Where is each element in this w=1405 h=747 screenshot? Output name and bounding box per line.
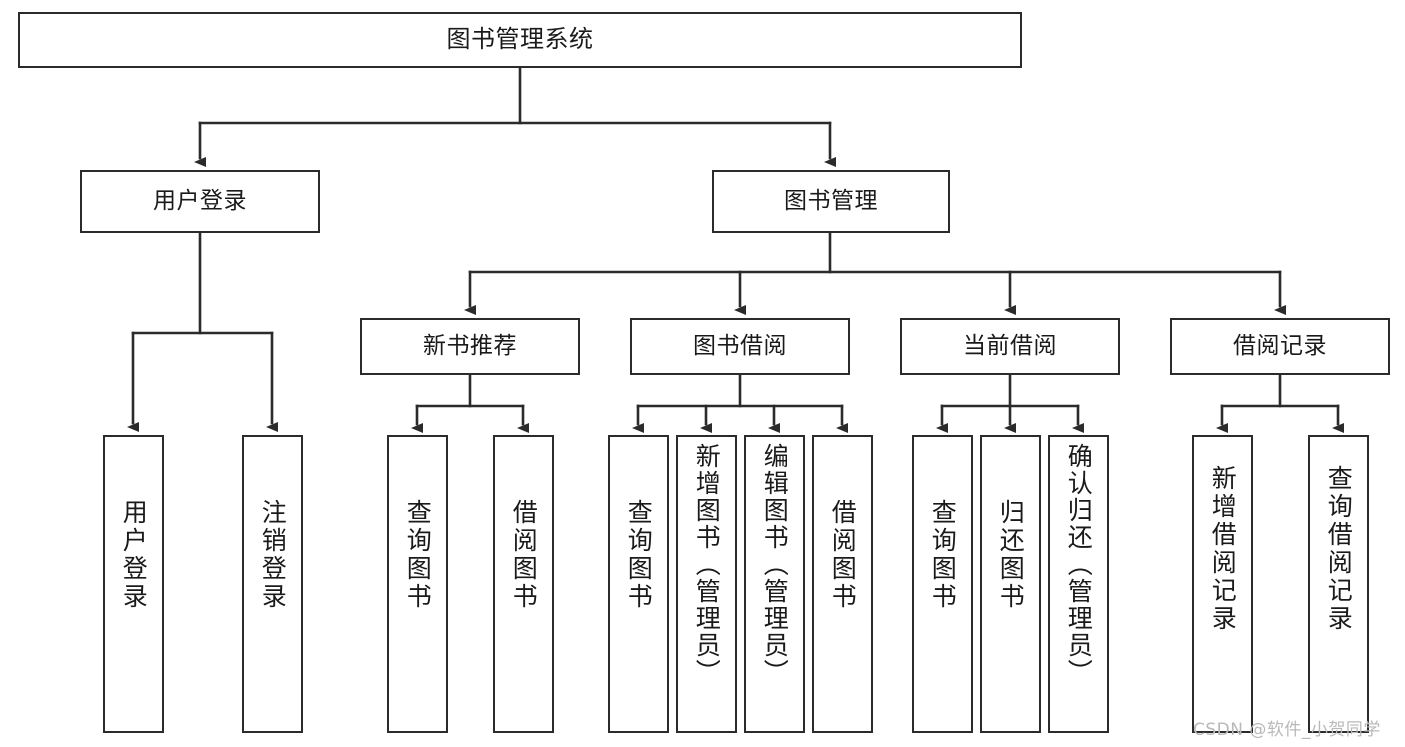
node-root-label: 图书管理系统 <box>446 25 594 54</box>
node-user-login[interactable]: 用户登录 <box>80 170 320 233</box>
leaf-bb-add-book-label: 新增图书（管理员） <box>692 443 722 686</box>
node-user-login-label: 用户登录 <box>153 188 247 215</box>
leaf-cb-confirm-return[interactable]: 确认归还（管理员） <box>1048 435 1109 733</box>
node-current-borrow[interactable]: 当前借阅 <box>900 318 1120 375</box>
node-new-book-recommend[interactable]: 新书推荐 <box>360 318 580 375</box>
leaf-bb-query-book-label: 查询图书 <box>624 499 654 611</box>
node-new-book-recommend-label: 新书推荐 <box>423 333 517 360</box>
leaf-nb-query-book-label: 查询图书 <box>403 499 433 611</box>
leaf-bb-borrow-book-label: 借阅图书 <box>828 499 858 611</box>
leaf-br-query-record-label: 查询借阅记录 <box>1324 465 1354 633</box>
node-book-management-label: 图书管理 <box>784 188 878 215</box>
leaf-cb-query-book-label: 查询图书 <box>928 499 958 611</box>
leaf-nb-borrow-book-label: 借阅图书 <box>509 499 539 611</box>
node-book-borrow[interactable]: 图书借阅 <box>630 318 850 375</box>
node-current-borrow-label: 当前借阅 <box>963 333 1057 360</box>
node-borrow-record[interactable]: 借阅记录 <box>1170 318 1390 375</box>
leaf-bb-borrow-book[interactable]: 借阅图书 <box>812 435 873 733</box>
leaf-br-query-record[interactable]: 查询借阅记录 <box>1308 435 1369 733</box>
leaf-logout[interactable]: 注销登录 <box>242 435 303 733</box>
leaf-bb-query-book[interactable]: 查询图书 <box>608 435 669 733</box>
node-book-borrow-label: 图书借阅 <box>693 333 787 360</box>
leaf-user-login[interactable]: 用户登录 <box>103 435 164 733</box>
leaf-cb-confirm-return-label: 确认归还（管理员） <box>1064 443 1094 686</box>
leaf-bb-edit-book[interactable]: 编辑图书（管理员） <box>744 435 805 733</box>
node-book-management[interactable]: 图书管理 <box>712 170 950 233</box>
node-borrow-record-label: 借阅记录 <box>1233 333 1327 360</box>
leaf-nb-borrow-book[interactable]: 借阅图书 <box>493 435 554 733</box>
leaf-cb-return-book-label: 归还图书 <box>996 499 1026 611</box>
leaf-nb-query-book[interactable]: 查询图书 <box>387 435 448 733</box>
leaf-br-add-record-label: 新增借阅记录 <box>1208 465 1238 633</box>
leaf-bb-edit-book-label: 编辑图书（管理员） <box>760 443 790 686</box>
node-root[interactable]: 图书管理系统 <box>18 12 1022 68</box>
leaf-cb-query-book[interactable]: 查询图书 <box>912 435 973 733</box>
leaf-user-login-label: 用户登录 <box>119 499 149 611</box>
leaf-bb-add-book[interactable]: 新增图书（管理员） <box>676 435 737 733</box>
leaf-logout-label: 注销登录 <box>258 499 288 611</box>
leaf-cb-return-book[interactable]: 归还图书 <box>980 435 1041 733</box>
csdn-watermark: CSDN @软件_小贺同学 <box>1193 720 1381 740</box>
leaf-br-add-record[interactable]: 新增借阅记录 <box>1192 435 1253 733</box>
